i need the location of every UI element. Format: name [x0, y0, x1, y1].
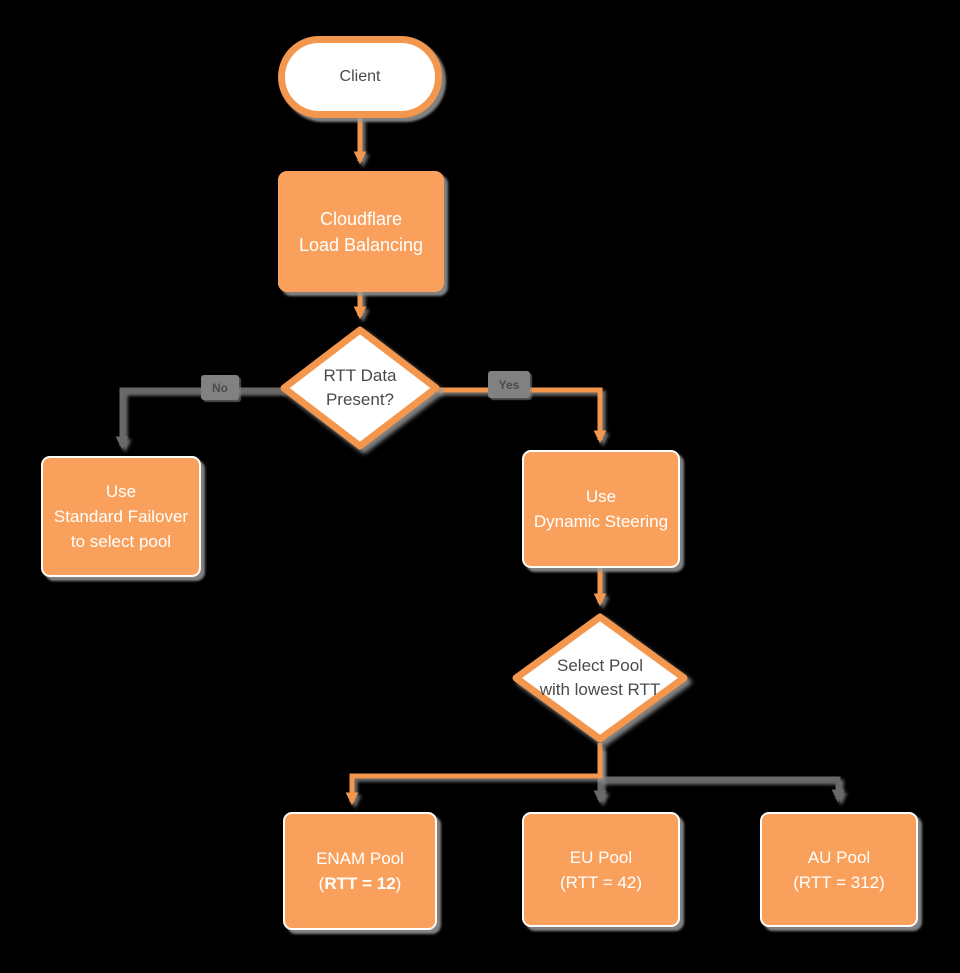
node-client: Client — [278, 36, 442, 118]
standard-failover-label: Use Standard Failover to select pool — [53, 482, 189, 551]
edge-label-yes: Yes — [488, 371, 530, 398]
rtt-decision-label: RTT Data Present? — [323, 366, 397, 409]
pool-decision-diamond-shape — [512, 613, 688, 743]
node-load-balancer: Cloudflare Load Balancing — [278, 171, 444, 292]
eu-pool-label: EU Pool (RTT = 42) — [559, 847, 643, 892]
node-eu-pool: EU Pool (RTT = 42) — [522, 812, 680, 927]
client-label: Client — [339, 68, 381, 85]
edge-pooldecision-to-enam — [345, 743, 603, 806]
node-pool-decision: Select Pool with lowest RTT — [512, 613, 688, 743]
pool-decision-label: Select Pool with lowest RTT — [539, 656, 661, 699]
edge-label-no: No — [201, 375, 239, 400]
edge-pooldecision-to-au — [600, 776, 845, 803]
node-enam-pool: ENAM Pool (RTT = 12) — [283, 812, 437, 930]
node-au-pool: AU Pool (RTT = 312) — [760, 812, 918, 927]
au-pool-label: AU Pool (RTT = 312) — [793, 847, 885, 892]
dynamic-steering-label: Use Dynamic Steering — [533, 487, 669, 531]
node-rtt-decision: RTT Data Present? — [280, 326, 440, 450]
load-balancer-label: Cloudflare Load Balancing — [298, 208, 424, 255]
node-dynamic-steering: Use Dynamic Steering — [522, 450, 680, 568]
rtt-decision-diamond-shape — [280, 326, 440, 450]
enam-pool-label: ENAM Pool (RTT = 12) — [316, 849, 404, 893]
enam-rtt-value: RTT = 12 — [324, 874, 396, 893]
node-standard-failover: Use Standard Failover to select pool — [41, 456, 201, 577]
